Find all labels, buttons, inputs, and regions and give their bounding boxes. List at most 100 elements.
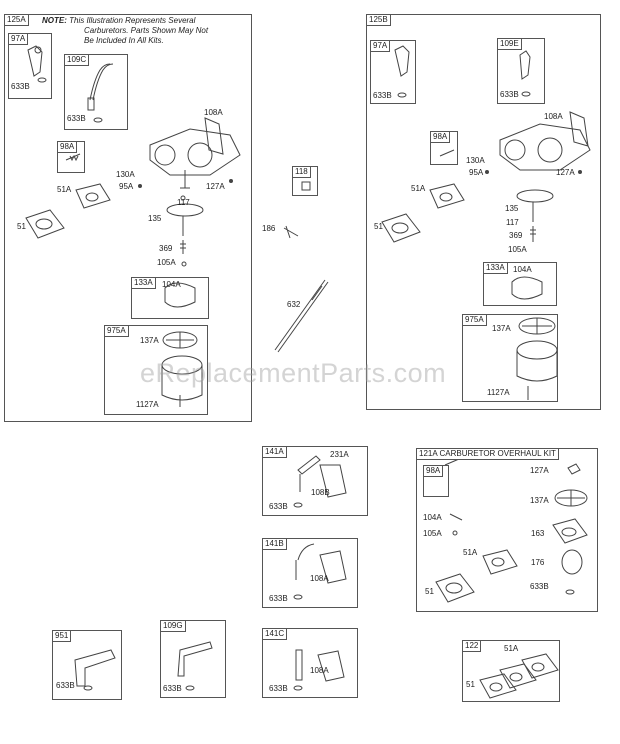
part-632 [274,279,329,353]
subbox-109E: 109E [497,38,545,104]
subbox-109G-tag: 109G [161,621,186,632]
subbox-122: 122 [462,640,560,702]
label-369: 369 [509,231,523,240]
label-108A: 108A [544,112,563,121]
subbox-109C-tag: 109C [65,55,90,66]
panel-121A-kit: 121A CARBURETOR OVERHAUL KIT [416,448,598,612]
subbox-97A-right-tag: 97A [371,41,391,52]
label-51A: 51A [463,548,478,557]
label-632: 632 [287,300,301,309]
subbox-97A-right: 97A [370,40,416,104]
label-130A: 130A [116,170,135,179]
part-carburetor-right [499,123,591,171]
label-186: 186 [262,224,276,233]
label-633B: 633B [67,114,86,123]
subbox-118-tag: 118 [293,167,311,178]
label-51A: 51A [57,185,72,194]
part-369-right [530,226,536,242]
label-633B: 633B [373,91,392,100]
label-135: 135 [148,214,162,223]
part-951 [74,649,116,691]
label-176: 176 [531,558,545,567]
part-104A-right [511,276,543,300]
label-633B: 633B [269,594,288,603]
subbox-141B-tag: 141B [263,539,287,550]
label-105A: 105A [508,245,527,254]
part-135-left [166,203,204,236]
subbox-98A-kit-tag: 98A [424,466,444,477]
part-carburetor-left [149,128,241,189]
part-163-kit [552,518,588,544]
part-1127A-left [161,355,203,401]
label-51A: 51A [504,644,519,653]
subbox-98A-right-tag: 98A [431,132,451,143]
note-line3: Be Included In All Kits. [84,36,164,45]
subbox-109C: 109C [64,54,128,130]
label-51: 51 [17,222,26,231]
subbox-98A-kit: 98A [423,465,449,497]
subbox-141A-tag: 141A [263,447,287,458]
part-137A-left [162,331,198,349]
subbox-98A-left: 98A [57,141,85,173]
subbox-133A-left-tag: 133A [132,278,156,289]
label-231A: 231A [330,450,349,459]
label-104A: 104A [162,280,181,289]
label-633B: 633B [56,681,75,690]
part-122 [479,653,559,699]
part-109E [519,50,531,97]
subbox-98A-right: 98A [430,131,458,165]
label-127A: 127A [206,182,225,191]
part-104A-left [164,282,196,308]
part-51A-left [75,183,111,209]
label-127A: 127A [556,168,575,177]
subbox-109E-tag: 109E [498,39,522,50]
label-105A: 105A [423,529,442,538]
part-109G [177,641,213,691]
label-95A: 95A [469,168,484,177]
subbox-122-tag: 122 [463,641,482,652]
part-176-kit [561,549,583,575]
part-51-right [381,213,421,243]
panel-125B: 125B [366,14,601,410]
note-line2: Carburetors. Parts Shown May Not [84,26,209,35]
label-108A: 108A [310,666,329,675]
label-104A: 104A [513,265,532,274]
label-104A: 104A [423,513,442,522]
label-95A: 95A [119,182,134,191]
label-633B: 633B [500,90,519,99]
panel-121A-kit-tag: 121A CARBURETOR OVERHAUL KIT [417,449,559,460]
part-141C [293,649,345,691]
part-104A-kit [449,513,463,521]
label-633B: 633B [11,82,30,91]
note-line1: This Illustration Represents Several [69,16,196,25]
subbox-141C: 141C [262,628,358,698]
label-108A: 108A [204,108,223,117]
label-137A: 137A [530,496,549,505]
subbox-975A-right: 975A [462,314,558,402]
subbox-975A-right-tag: 975A [463,315,487,326]
note-prefix: NOTE: [42,16,67,25]
part-135-right [516,189,554,222]
part-369-left [180,240,186,254]
part-51-left [25,209,65,239]
part-141A [293,455,347,508]
part-118 [301,181,311,191]
label-137A: 137A [492,324,511,333]
label-135: 135 [505,204,519,213]
subbox-951-tag: 951 [53,631,72,642]
part-98A-right [439,149,455,157]
subbox-975A-left-tag: 975A [105,326,129,337]
illustration-note: NOTE: This Illustration Represents Sever… [42,16,208,46]
subbox-97A-left-tag: 97A [9,34,29,45]
label-117: 117 [506,218,519,227]
subbox-133A-right-tag: 133A [484,263,508,274]
part-97A-left [27,45,47,83]
panel-125A: 125A [4,14,252,422]
subbox-98A-left-tag: 98A [58,142,78,153]
label-108A: 108A [310,574,329,583]
panel-125B-tag: 125B [367,15,391,26]
subbox-975A-left: 975A [104,325,208,415]
label-1127A: 1127A [136,400,159,409]
subbox-141A: 141A [262,446,368,516]
